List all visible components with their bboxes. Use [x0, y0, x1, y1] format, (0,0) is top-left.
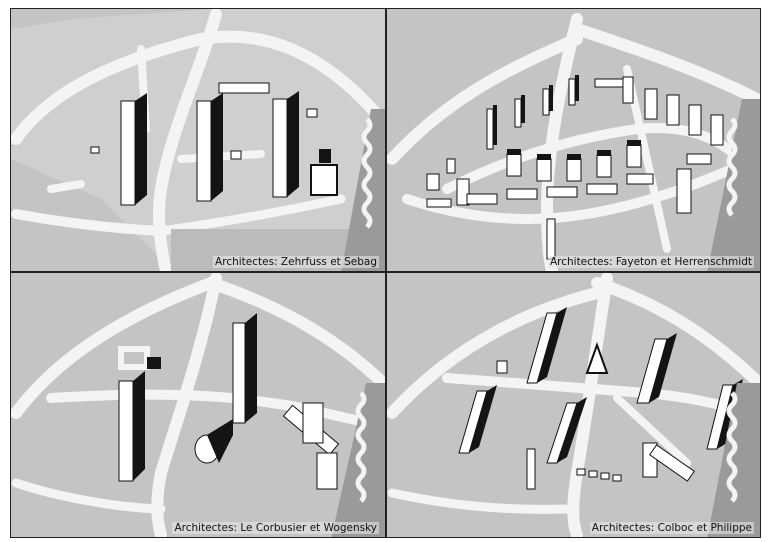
site-plan-drawing [387, 9, 760, 271]
site-plan-drawing [387, 273, 760, 537]
panel-caption: Architectes: Colboc et Philippe [589, 522, 754, 534]
panel-caption: Architectes: Fayeton et Herrenschmidt [547, 256, 754, 268]
site-plan-zehrfuss-sebag: Architectes: Zehrfuss et Sebag [10, 8, 386, 272]
site-plan-drawing [11, 273, 385, 537]
site-plan-le-corbusier-wogensky: Architectes: Le Corbusier et Wogensky [10, 272, 386, 538]
panel-caption: Architectes: Zehrfuss et Sebag [213, 256, 379, 268]
site-plan-fayeton-herrenschmidt: Architectes: Fayeton et Herrenschmidt [386, 8, 761, 272]
figure-grid: Architectes: Zehrfuss et Sebag [10, 8, 761, 538]
site-plan-colboc-philippe: Architectes: Colboc et Philippe [386, 272, 761, 538]
site-plan-drawing [11, 9, 385, 271]
panel-caption: Architectes: Le Corbusier et Wogensky [172, 522, 379, 534]
